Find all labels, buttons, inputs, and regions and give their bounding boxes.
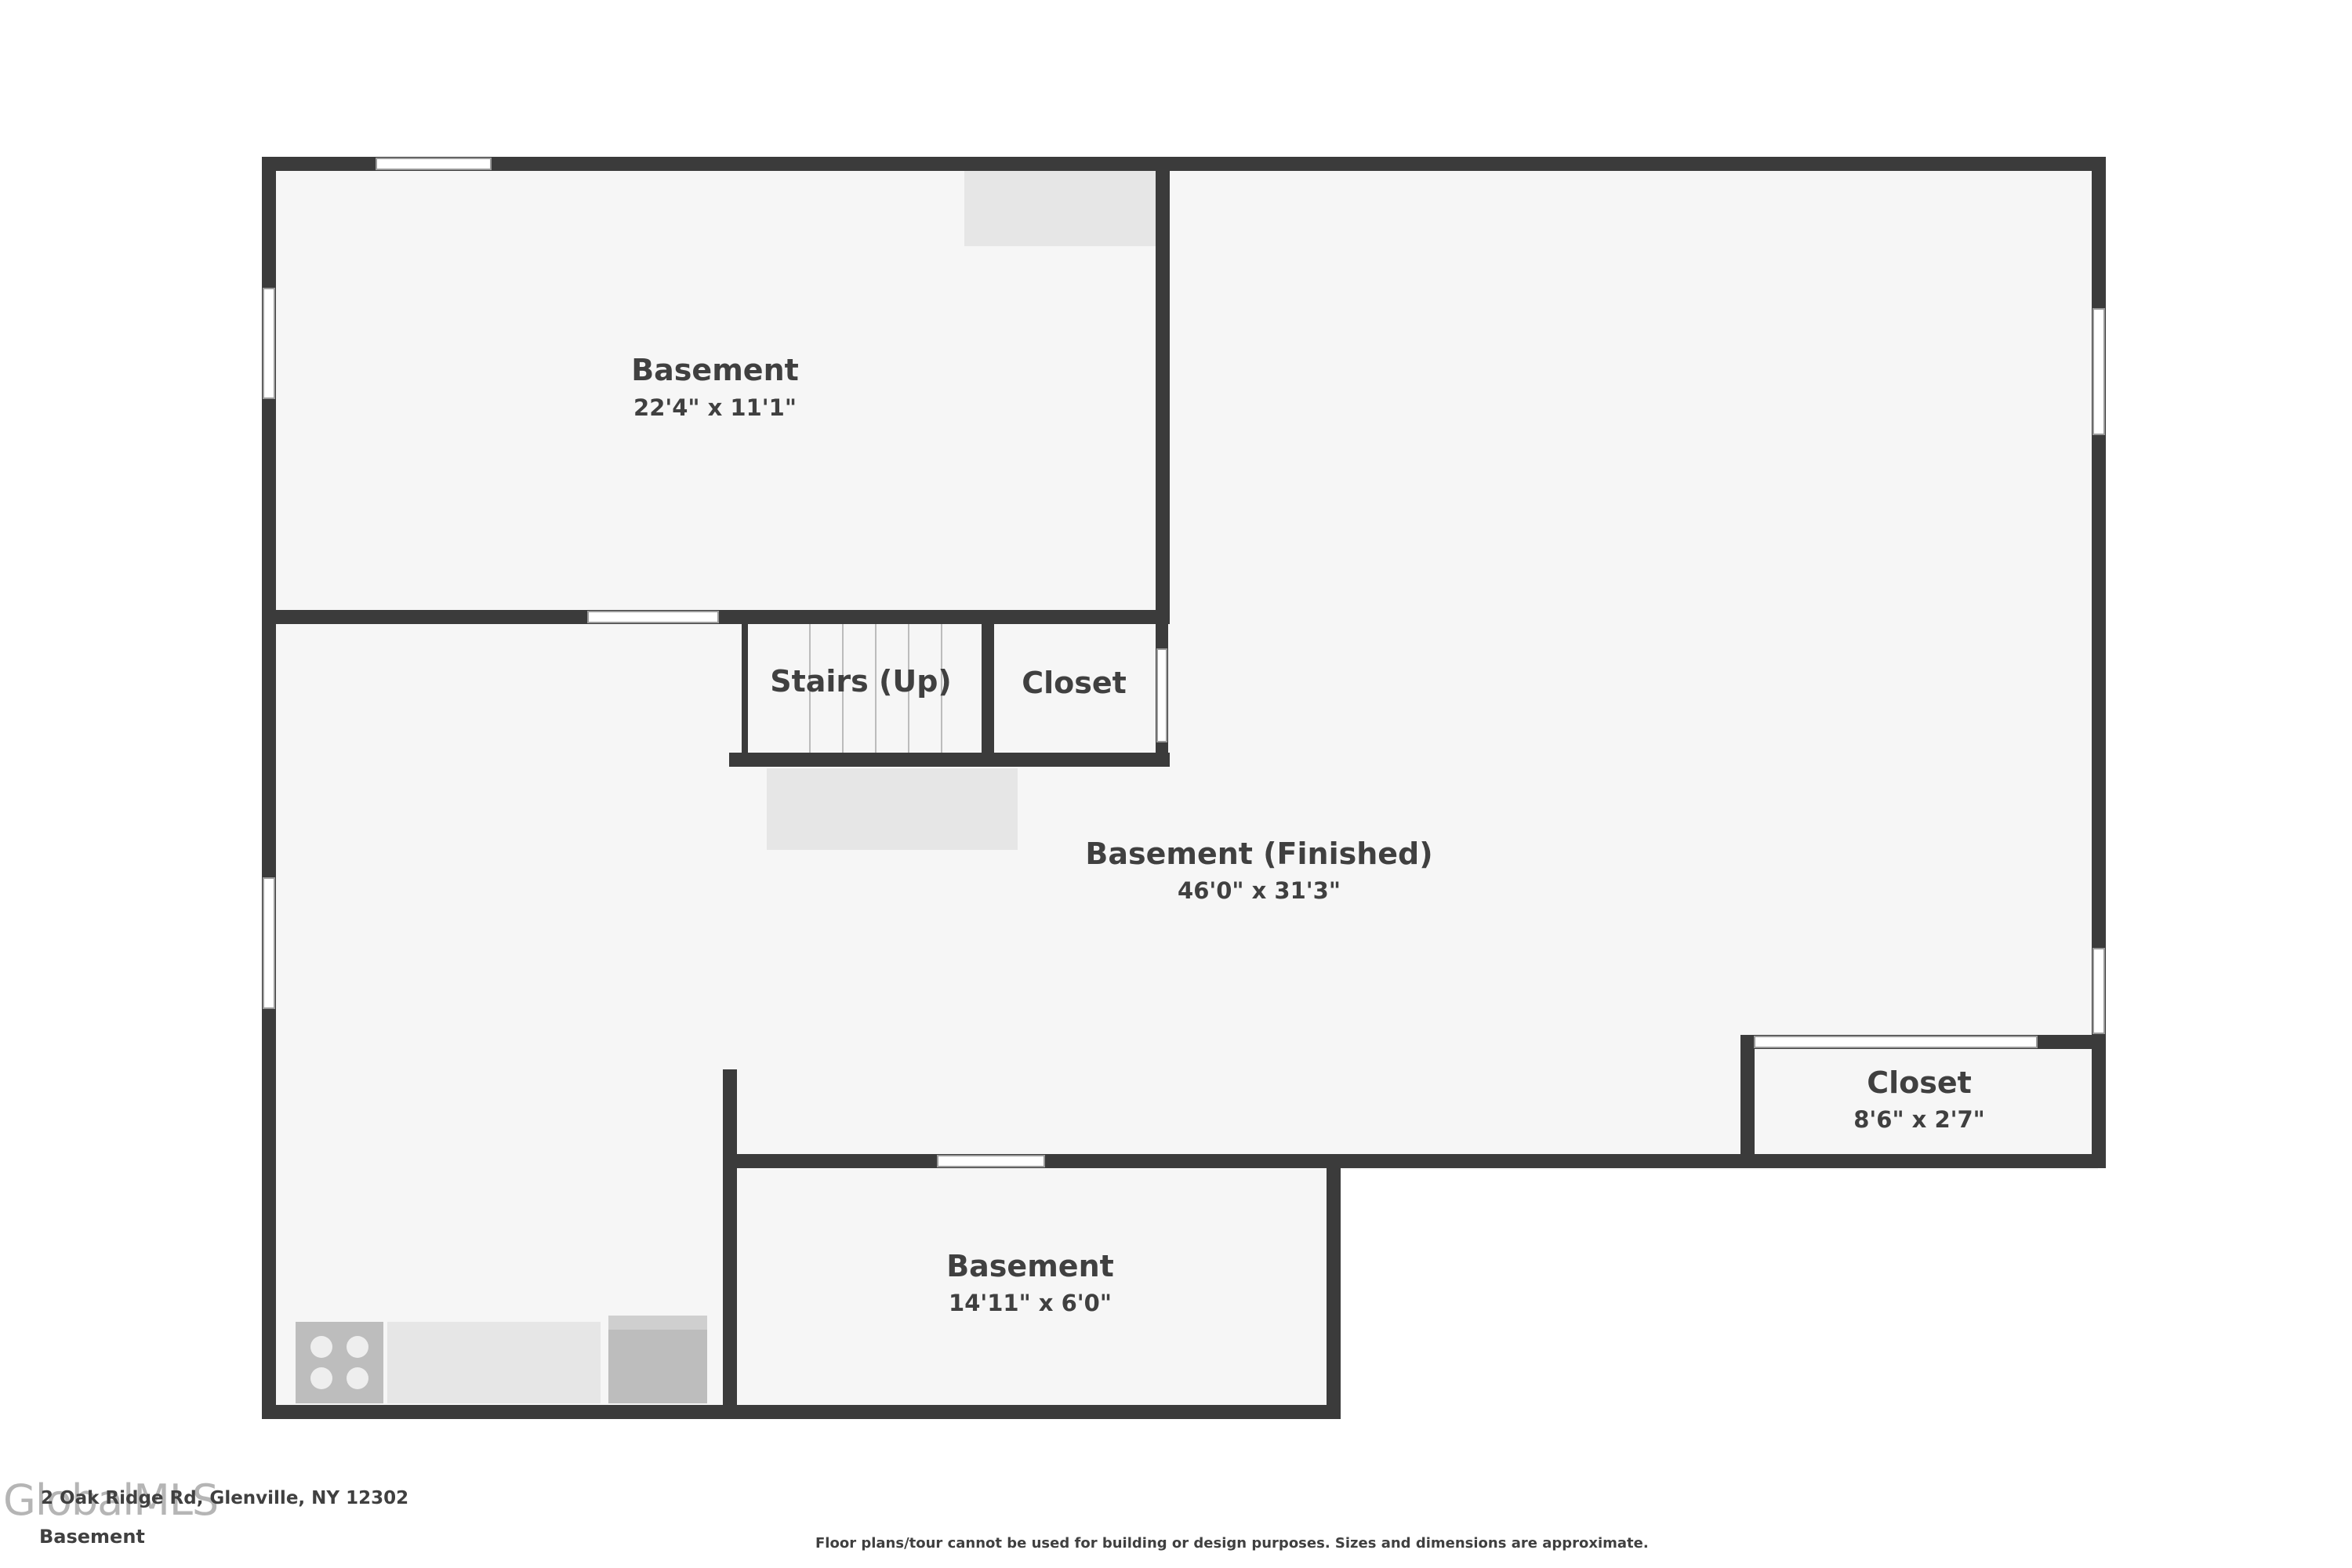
window [376, 158, 492, 170]
room-dim-basement-top: 22'4" x 11'1" [633, 394, 797, 421]
fixtures [296, 171, 1159, 1403]
room-name-stairs: Stairs (Up) [770, 664, 952, 699]
stair-landing [767, 768, 1018, 850]
window [263, 288, 275, 399]
room-dim-basement-bottom: 14'11" x 6'0" [949, 1290, 1112, 1316]
opening [937, 1155, 1045, 1167]
appliance [608, 1316, 707, 1403]
appliance-top [608, 1316, 707, 1330]
windows [263, 158, 2105, 1167]
opening [1156, 648, 1167, 742]
footer-address: 2 Oak Ridge Rd, Glenville, NY 12302 [41, 1488, 409, 1508]
room-name-basement-finished: Basement (Finished) [1085, 837, 1432, 871]
floor-fill [268, 163, 2098, 1413]
burner [347, 1367, 368, 1389]
room-name-closet-center: Closet [1022, 666, 1127, 700]
window [263, 877, 275, 1009]
opening [587, 611, 719, 623]
room-name-basement-bottom: Basement [946, 1249, 1114, 1283]
burner [310, 1336, 332, 1358]
room-dim-closet-right: 8'6" x 2'7" [1853, 1106, 1985, 1133]
window [1754, 1036, 2038, 1048]
window [2092, 308, 2105, 435]
room-name-closet-right: Closet [1867, 1065, 1972, 1100]
room-dim-basement-finished: 46'0" x 31'3" [1178, 877, 1341, 904]
footer-disclaimer: Floor plans/tour cannot be used for buil… [815, 1535, 1649, 1552]
burner [347, 1336, 368, 1358]
burner [310, 1367, 332, 1389]
ceiling-fixture [964, 171, 1159, 246]
stairs [809, 622, 942, 753]
counter [387, 1322, 601, 1403]
footer-level: Basement [39, 1526, 145, 1548]
room-name-basement-top: Basement [631, 353, 799, 387]
window [2092, 948, 2105, 1034]
stove [296, 1322, 383, 1403]
watermark-logo: GlobalMLS [3, 1475, 219, 1525]
